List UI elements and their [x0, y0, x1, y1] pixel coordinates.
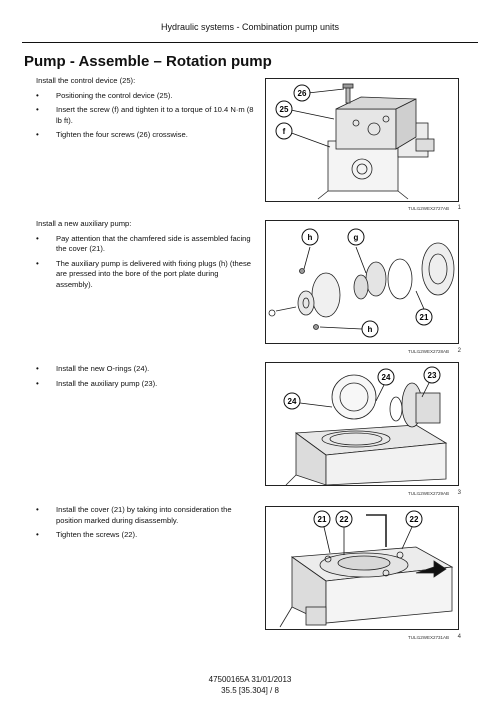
- section-1: Install the control device (25): Positio…: [36, 76, 254, 145]
- figure-1-drawing: 26 25 f: [275, 83, 435, 200]
- figure-number: 1: [457, 205, 461, 211]
- callout-21: 21: [420, 313, 429, 322]
- header-rule: [22, 42, 478, 43]
- callout-26: 26: [298, 89, 307, 98]
- figure-3: 24 24 23: [265, 362, 459, 486]
- running-header: Hydraulic systems - Combination pump uni…: [160, 22, 340, 32]
- list-item: Tighten the screws (22).: [36, 530, 254, 541]
- callout-24: 24: [382, 373, 391, 382]
- callout-h: h: [308, 233, 313, 242]
- figure-4-drawing: 21 22 22: [279, 510, 454, 628]
- callout-22: 22: [410, 515, 419, 524]
- list-item: The auxiliary pump is delivered with fix…: [36, 259, 254, 291]
- figure-number: 3: [457, 490, 461, 496]
- figure-4: 21 22 22: [265, 506, 459, 630]
- figure-code: TULI12WEX2731AB: [407, 635, 449, 640]
- figure-code: TULI12WEX2728AB: [407, 349, 449, 354]
- figure-1: 26 25 f: [265, 78, 459, 202]
- list-item: Install the auxiliary pump (23).: [36, 379, 254, 390]
- footer-page-number: 35.5 [35.304] / 8: [221, 686, 279, 695]
- figure-3-drawing: 24 24 23: [283, 366, 448, 486]
- list-item: Install the new O-rings (24).: [36, 364, 254, 375]
- figure-2: h g 21 h: [265, 220, 459, 344]
- section-intro: Install a new auxiliary pump:: [36, 219, 132, 228]
- section-3: Install the new O-rings (24). Install th…: [36, 364, 254, 393]
- callout-25: 25: [280, 105, 289, 114]
- callout-24: 24: [288, 397, 297, 406]
- list-item: Positioning the control device (25).: [36, 91, 254, 102]
- list-item: Tighten the four screws (26) crosswise.: [36, 130, 254, 141]
- callout-23: 23: [428, 371, 437, 380]
- page-title: Pump - Assemble – Rotation pump: [24, 53, 272, 70]
- section-intro: Install the control device (25):: [36, 76, 136, 85]
- callout-22: 22: [340, 515, 349, 524]
- callout-g: g: [354, 233, 359, 242]
- figure-code: TULI12WEX2727AB: [407, 206, 449, 211]
- figure-2-drawing: h g 21 h: [268, 228, 455, 338]
- section-4: Install the cover (21) by taking into co…: [36, 505, 254, 545]
- figure-code: TULI12WEX2729AB: [407, 491, 449, 496]
- footer-doc-date: 47500165A 31/01/2013: [208, 675, 292, 684]
- list-item: Insert the screw (f) and tighten it to a…: [36, 105, 254, 126]
- figure-number: 4: [457, 634, 461, 640]
- page-footer: 47500165A 31/01/2013 35.5 [35.304] / 8: [0, 674, 500, 696]
- callout-f: f: [283, 127, 286, 136]
- section-2: Install a new auxiliary pump: Pay attent…: [36, 219, 254, 295]
- list-item: Pay attention that the chamfered side is…: [36, 234, 254, 255]
- callout-h: h: [368, 325, 373, 334]
- callout-21: 21: [318, 515, 327, 524]
- list-item: Install the cover (21) by taking into co…: [36, 505, 254, 526]
- figure-number: 2: [457, 348, 461, 354]
